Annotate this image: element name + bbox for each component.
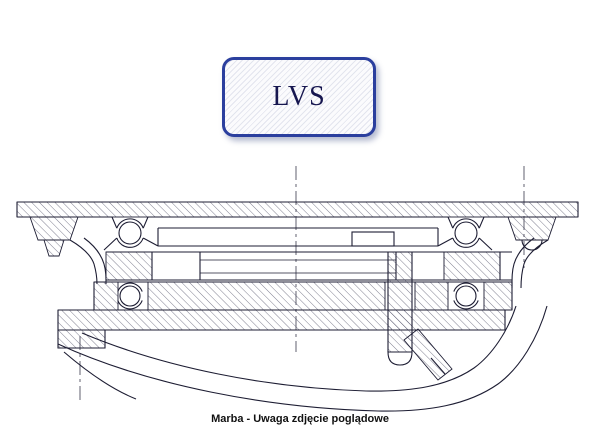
fork-crown <box>57 309 506 349</box>
top-mounting-plate <box>16 201 579 257</box>
upper-bearing-balls <box>103 216 493 251</box>
lvs-badge: LVS <box>222 57 376 137</box>
king-bolt <box>387 251 453 381</box>
caption-text: Marba - Uwaga zdjęcie poglądowe <box>211 413 389 425</box>
lower-race-band <box>93 281 513 311</box>
lower-bearing-balls <box>117 282 479 310</box>
swivel-head-body <box>105 251 512 281</box>
lvs-badge-label: LVS <box>272 81 326 112</box>
wheel-arcs <box>57 305 548 412</box>
